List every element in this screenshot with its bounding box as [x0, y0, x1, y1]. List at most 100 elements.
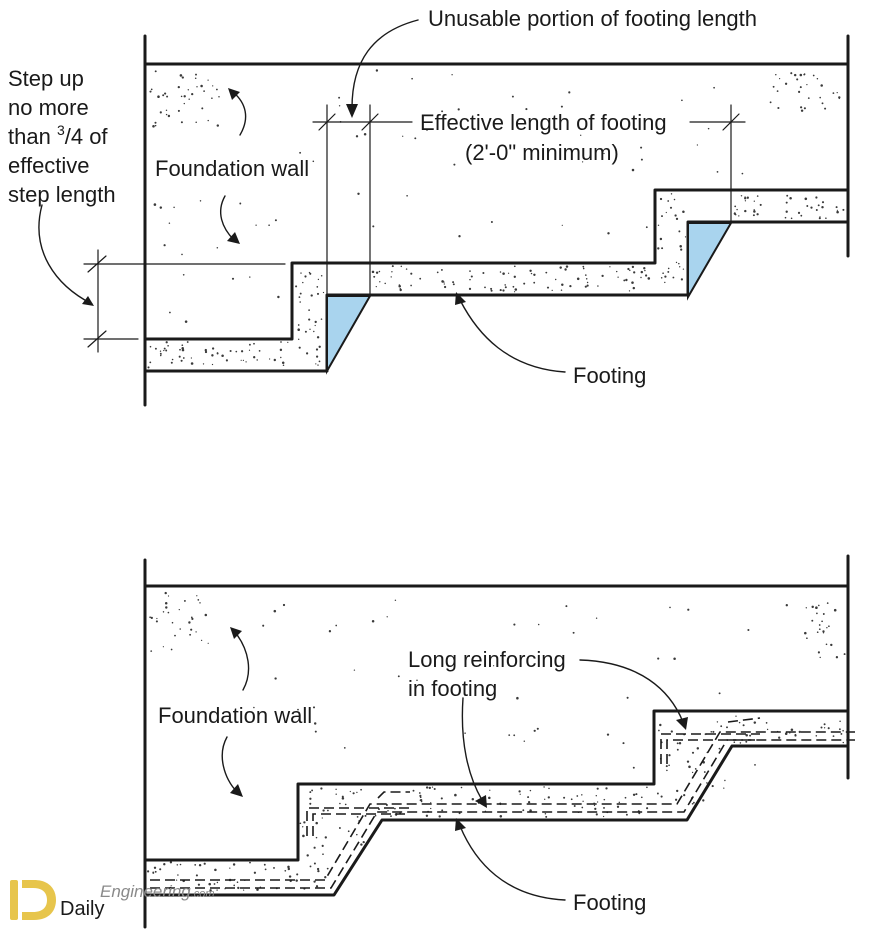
stipple-dot	[196, 86, 198, 88]
bottom-wall-arrow-down-head	[230, 784, 243, 797]
stipple-dot	[594, 807, 597, 811]
stipple-dot	[414, 137, 417, 140]
stipple-dot	[668, 764, 670, 767]
stipple-dot	[249, 861, 251, 864]
stipple-dot	[513, 623, 516, 626]
stipple-dot	[182, 273, 185, 276]
stipple-dot	[394, 807, 396, 810]
stipple-dot	[678, 230, 681, 233]
stipple-dot	[706, 782, 708, 784]
unusable-leader-arrow	[346, 104, 358, 118]
stipple-dot	[718, 692, 721, 695]
stipple-dot	[153, 866, 157, 869]
stipple-dot	[838, 728, 841, 731]
stipple-dot	[800, 214, 803, 217]
stipple-dot	[281, 361, 285, 365]
stipple-dot	[793, 73, 797, 77]
rebar-long-upper	[150, 731, 855, 881]
stipple-dot	[177, 874, 179, 876]
stipple-dot	[299, 151, 302, 154]
stipple-dot	[593, 804, 596, 807]
stipple-dot	[309, 791, 312, 794]
stipple-dot	[691, 751, 695, 754]
stipple-dot	[163, 349, 165, 352]
stipple-dot	[836, 210, 839, 214]
stipple-dot	[149, 345, 152, 348]
stipple-dot	[364, 814, 367, 817]
stipple-dot	[178, 608, 180, 611]
stipple-dot	[581, 794, 583, 796]
stipple-dot	[815, 209, 818, 211]
stipple-dot	[644, 269, 646, 272]
stipple-dot	[301, 174, 303, 176]
stipple-dot	[425, 814, 429, 817]
stipple-dot	[315, 821, 318, 825]
stipple-dot	[335, 624, 338, 627]
stipple-dot	[441, 809, 444, 812]
stipple-dot	[173, 206, 175, 209]
stipple-dot	[309, 865, 312, 868]
stipple-dot	[674, 214, 677, 217]
stipple-dot	[229, 349, 232, 353]
stipple-dot	[177, 109, 180, 112]
stipple-dot	[316, 336, 320, 339]
stipple-dot	[508, 734, 511, 736]
logo-brand-text: Engineering.com	[100, 882, 215, 901]
stipple-dot	[629, 269, 631, 272]
stipple-dot	[165, 109, 168, 112]
stipple-dot	[668, 754, 671, 757]
stipple-dot	[576, 795, 579, 797]
stipple-dot	[284, 869, 287, 872]
stipple-dot	[240, 359, 242, 361]
stipple-dot	[753, 200, 755, 202]
stipple-dot	[397, 675, 400, 678]
concrete-stipple-top	[147, 69, 845, 369]
stipple-dot	[529, 789, 532, 792]
stipple-dot	[207, 119, 209, 122]
stipple-dot	[635, 793, 638, 796]
stipple-dot	[659, 197, 663, 201]
stipple-dot	[640, 276, 642, 279]
stipple-dot	[631, 281, 634, 284]
stipple-dot	[374, 814, 377, 817]
stipple-dot	[713, 86, 715, 89]
stepup-tick-bottom	[87, 330, 107, 348]
stipple-dot	[597, 285, 599, 287]
stipple-dot	[326, 867, 329, 870]
stipple-dot	[545, 815, 548, 818]
stipple-dot	[322, 809, 325, 812]
stipple-dot	[191, 92, 194, 96]
stipple-dot	[646, 786, 648, 789]
stipple-dot	[584, 285, 587, 288]
stipple-dot	[405, 268, 408, 270]
stipple-dot	[735, 715, 737, 717]
stipple-dot	[200, 84, 203, 88]
stipple-dot	[746, 196, 749, 199]
stipple-dot	[665, 211, 667, 214]
stipple-dot	[233, 884, 236, 887]
stipple-dot	[507, 272, 510, 274]
stipple-dot	[490, 221, 493, 223]
stipple-dot	[338, 105, 341, 107]
stipple-dot	[167, 344, 169, 347]
stipple-dot	[625, 278, 628, 282]
stipple-dot	[162, 646, 164, 648]
stipple-dot	[324, 876, 327, 879]
bottom-footing-top-edge	[143, 709, 850, 862]
stipple-dot	[626, 696, 629, 699]
stipple-dot	[640, 158, 643, 161]
stipple-dot	[696, 144, 699, 146]
stipple-dot	[181, 253, 183, 256]
reinforcing-label-line2: in footing	[408, 676, 497, 701]
stipple-dot	[736, 208, 738, 211]
stipple-dot	[617, 276, 619, 278]
stipple-dot	[314, 320, 317, 324]
stipple-dot	[657, 224, 660, 226]
stipple-dot	[379, 281, 381, 283]
stipple-dot	[499, 815, 503, 818]
stipple-dot	[667, 270, 670, 273]
stipple-dot	[468, 287, 472, 291]
stipple-dot	[742, 724, 745, 727]
stipple-dot	[616, 270, 618, 273]
stipple-dot	[693, 801, 695, 804]
